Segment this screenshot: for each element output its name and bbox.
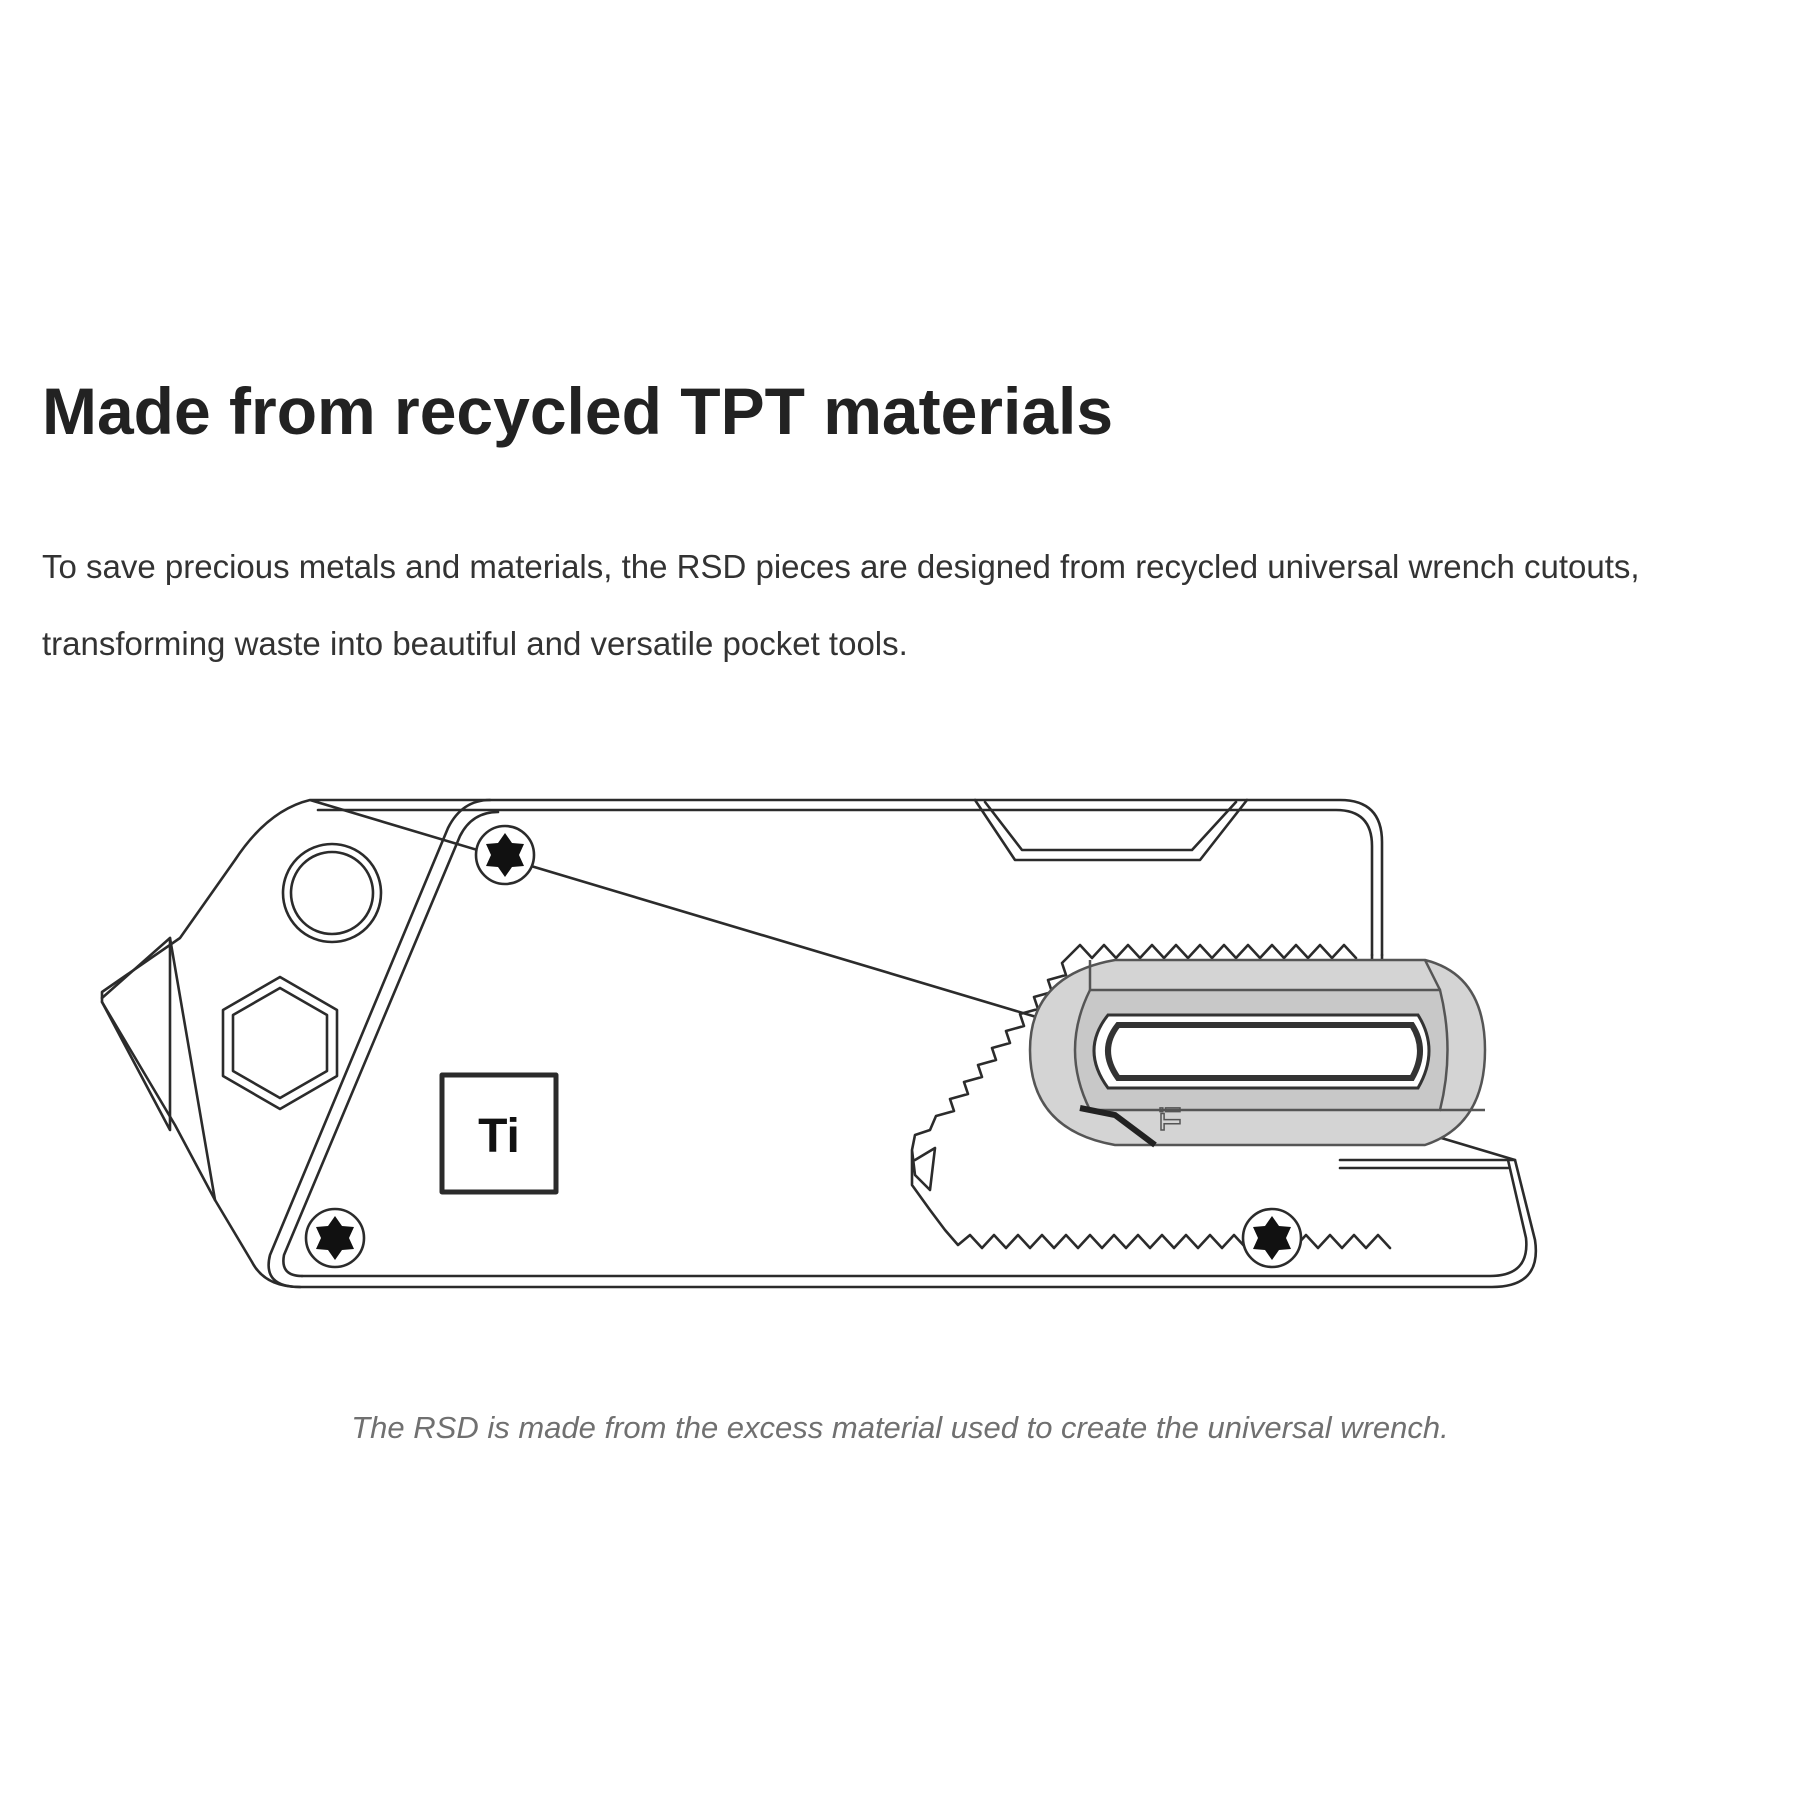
serrated-blade-edge <box>910 943 1392 1250</box>
screw-bottom-left-icon <box>304 1207 366 1269</box>
illustration-caption: The RSD is made from the excess material… <box>351 1410 1449 1445</box>
tool-body-outline <box>100 798 1538 1289</box>
screw-bottom-right-icon <box>1241 1207 1303 1269</box>
insert-slot <box>1092 1013 1431 1090</box>
top-notch <box>973 798 1249 862</box>
torx-screws <box>304 824 1303 1269</box>
screw-top-left-icon <box>474 824 536 886</box>
section-body-text: To save precious metals and materials, t… <box>42 548 1640 662</box>
lanyard-hole <box>281 842 383 944</box>
ti-badge-box <box>439 1072 559 1195</box>
ti-badge-label: Ti <box>478 1110 520 1163</box>
ti-engraving-label: Ti <box>1155 1106 1186 1130</box>
section-heading: Made from recycled TPT materials <box>42 374 1114 448</box>
hex-wrench-cutout <box>221 975 339 1111</box>
rsd-insert-piece <box>1028 958 1487 1148</box>
